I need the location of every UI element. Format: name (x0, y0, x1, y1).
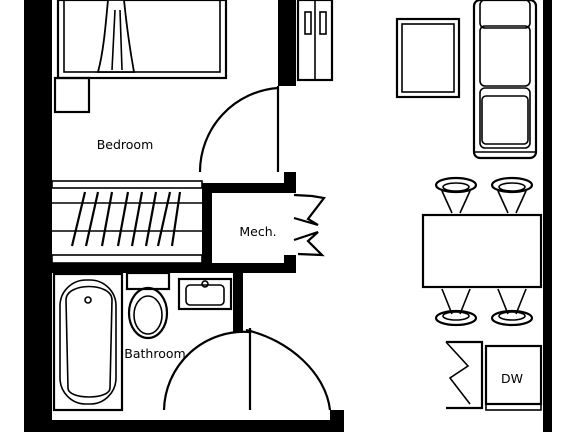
bathtub (52, 272, 124, 412)
chair (434, 176, 478, 214)
mech-wall-top (202, 183, 294, 193)
chair (490, 288, 534, 327)
entry-door (245, 328, 332, 411)
bathroom-sink (177, 277, 233, 311)
bathroom-door (162, 328, 252, 411)
toilet (125, 271, 171, 340)
dining-chairs (434, 176, 534, 327)
bath-wall-bottom (52, 420, 330, 432)
coffee-table (395, 17, 461, 99)
chair (490, 176, 534, 214)
sofa (472, 0, 538, 160)
bedroom-label: Bedroom (97, 137, 154, 152)
wall-post-bottom (330, 410, 344, 432)
dishwasher (484, 344, 543, 411)
chair (434, 288, 478, 327)
dishwasher-label: DW (501, 371, 523, 386)
bedroom-door (198, 86, 280, 173)
west-exterior-wall (24, 0, 52, 432)
walls (24, 0, 552, 432)
mech-wall-stub-bottom (284, 255, 296, 273)
closet-top (296, 0, 334, 82)
bed (53, 0, 228, 114)
dining-table (421, 213, 543, 289)
mech-wall-stub-top (284, 172, 296, 193)
mech-wall-bottom (202, 263, 296, 273)
kitchen-cabinet (445, 340, 484, 410)
mech-label: Mech. (239, 224, 276, 239)
bedroom-closet (51, 180, 203, 264)
mech-door (293, 193, 326, 257)
nightstand (53, 76, 91, 114)
east-exterior-wall (543, 0, 552, 432)
hangers (70, 191, 182, 247)
bathroom-label: Bathroom (124, 346, 185, 361)
bath-wall-east (233, 263, 243, 333)
mech-wall-west (202, 183, 212, 273)
bath-wall-top (52, 263, 234, 273)
wall-post-top (278, 0, 296, 86)
